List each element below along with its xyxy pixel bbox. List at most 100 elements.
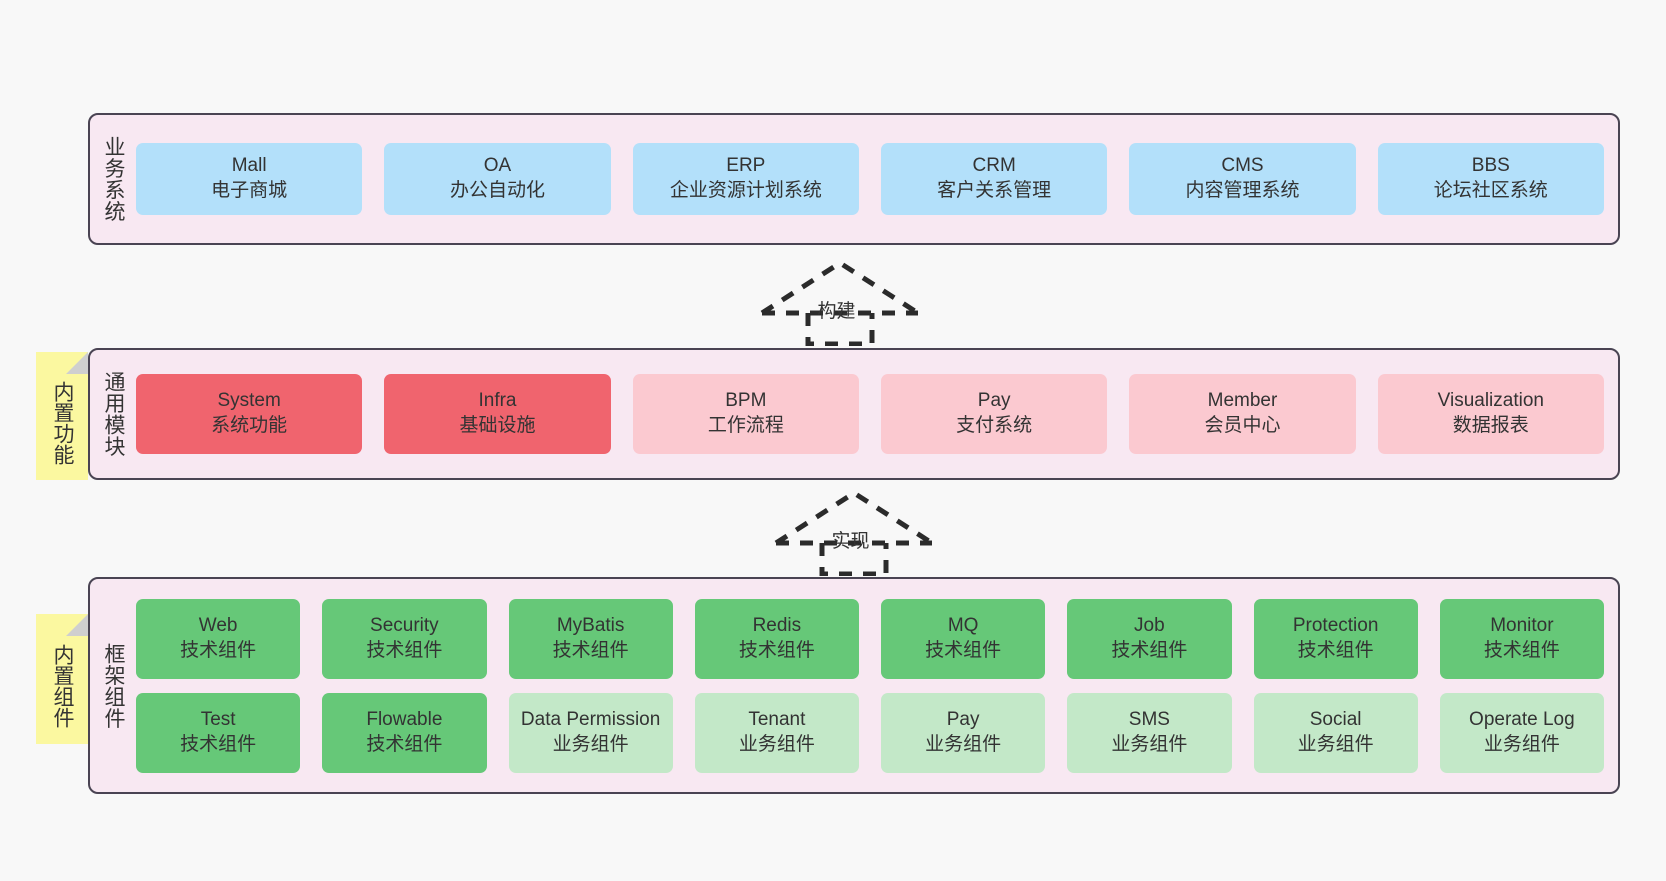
module-card-monitor[interactable]: Monitor 技术组件: [1439, 598, 1604, 679]
layer-row: Mall 电子商城 OA 办公自动化 ERP 企业资源计划系统 CRM 客户关系…: [136, 143, 1604, 215]
module-card-subtitle: 业务组件: [925, 733, 1002, 755]
module-card-title: Member: [1207, 390, 1278, 412]
module-card-title: Data Permission: [520, 708, 661, 730]
module-card-title: Mall: [231, 155, 267, 177]
layer-row: Test 技术组件 Flowable 技术组件 Data Permission …: [136, 692, 1604, 773]
layer-body-framework-component: Web 技术组件 Security 技术组件 MyBatis 技术组件 Redi…: [136, 579, 1618, 792]
module-card-title: MyBatis: [556, 614, 625, 636]
layer-row: Web 技术组件 Security 技术组件 MyBatis 技术组件 Redi…: [136, 598, 1604, 679]
module-card-protection[interactable]: Protection 技术组件: [1253, 598, 1418, 679]
arrowhead-up: [774, 490, 934, 546]
module-card-redis[interactable]: Redis 技术组件: [694, 598, 859, 679]
module-card-subtitle: 技术组件: [1483, 639, 1560, 661]
module-card-flowable[interactable]: Flowable 技术组件: [322, 692, 487, 773]
module-card-subtitle: 企业资源计划系统: [669, 180, 822, 201]
module-card-mq[interactable]: MQ 技术组件: [881, 598, 1046, 679]
layer-common-module: 通用模块 System 系统功能 Infra 基础设施 BPM 工作流程 Pay…: [88, 348, 1620, 480]
connector-build: 构建: [752, 258, 928, 346]
module-card-bpm[interactable]: BPM 工作流程: [632, 374, 859, 454]
module-card-member[interactable]: Member 会员中心: [1129, 374, 1356, 454]
module-card-web[interactable]: Web 技术组件: [136, 598, 301, 679]
module-card-mall[interactable]: Mall 电子商城: [136, 143, 363, 215]
module-card-subtitle: 技术组件: [738, 639, 815, 661]
module-card-title: OA: [483, 155, 512, 177]
module-card-title: ERP: [726, 155, 766, 177]
module-card-subtitle: 论坛社区系统: [1433, 180, 1548, 201]
arrowhead-up: [760, 260, 920, 316]
module-card-subtitle: 业务组件: [1297, 733, 1374, 755]
module-card-subtitle: 技术组件: [366, 733, 443, 755]
module-card-title: Infra: [478, 390, 517, 412]
module-card-pay-business[interactable]: Pay 业务组件: [881, 692, 1046, 773]
module-card-title: System: [217, 390, 281, 412]
module-card-tenant[interactable]: Tenant 业务组件: [694, 692, 859, 773]
module-card-title: Operate Log: [1469, 708, 1575, 730]
module-card-subtitle: 技术组件: [180, 733, 257, 755]
module-card-title: Pay: [977, 390, 1011, 412]
module-card-title: Flowable: [366, 708, 443, 730]
module-card-infra[interactable]: Infra 基础设施: [384, 374, 611, 454]
module-card-subtitle: 支付系统: [956, 415, 1033, 436]
module-card-mybatis[interactable]: MyBatis 技术组件: [508, 598, 673, 679]
module-card-title: Web: [198, 614, 238, 636]
module-card-subtitle: 业务组件: [738, 733, 815, 755]
module-card-pay[interactable]: Pay 支付系统: [880, 374, 1108, 454]
connector-implement-label: 实现: [831, 531, 870, 552]
module-card-subtitle: 办公自动化: [449, 180, 545, 201]
module-card-oa[interactable]: OA 办公自动化: [384, 143, 611, 215]
layer-body-common-module: System 系统功能 Infra 基础设施 BPM 工作流程 Pay 支付系统…: [136, 350, 1618, 478]
module-card-title: Security: [370, 614, 439, 636]
module-card-subtitle: 技术组件: [552, 639, 629, 661]
module-card-title: Pay: [946, 708, 980, 730]
module-card-sms[interactable]: SMS 业务组件: [1067, 692, 1232, 773]
module-card-erp[interactable]: ERP 企业资源计划系统: [632, 143, 859, 215]
module-card-bbs[interactable]: BBS 论坛社区系统: [1377, 143, 1604, 215]
layer-row: System 系统功能 Infra 基础设施 BPM 工作流程 Pay 支付系统…: [136, 374, 1604, 454]
layer-framework-component: 框架组件 Web 技术组件 Security 技术组件 MyBatis 技术组件…: [88, 577, 1620, 794]
module-card-subtitle: 技术组件: [1111, 639, 1188, 661]
layer-title-framework-component: 框架组件: [101, 642, 125, 729]
layer-business-system: 业务系统 Mall 电子商城 OA 办公自动化 ERP 企业资源计划系统 CRM…: [88, 113, 1620, 245]
module-card-subtitle: 技术组件: [925, 639, 1002, 661]
sticky-note-builtin-function: 内置功能: [36, 352, 88, 480]
module-card-title: Test: [200, 708, 236, 730]
module-card-visualization[interactable]: Visualization 数据报表: [1377, 374, 1604, 454]
module-card-title: Social: [1309, 708, 1362, 730]
layer-body-business-system: Mall 电子商城 OA 办公自动化 ERP 企业资源计划系统 CRM 客户关系…: [136, 115, 1618, 243]
module-card-social[interactable]: Social 业务组件: [1253, 692, 1418, 773]
module-card-title: BPM: [725, 390, 767, 412]
module-card-subtitle: 业务组件: [552, 733, 629, 755]
module-card-subtitle: 数据报表: [1452, 415, 1529, 436]
module-card-title: Job: [1134, 614, 1165, 636]
module-card-title: Visualization: [1437, 390, 1544, 412]
connector-build-label: 构建: [817, 301, 856, 322]
module-card-subtitle: 技术组件: [366, 639, 443, 661]
module-card-data-permission[interactable]: Data Permission 业务组件: [508, 692, 673, 773]
module-card-operate-log[interactable]: Operate Log 业务组件: [1439, 692, 1604, 773]
module-card-cms[interactable]: CMS 内容管理系统: [1129, 143, 1356, 215]
module-card-system[interactable]: System 系统功能: [136, 374, 363, 454]
module-card-subtitle: 业务组件: [1111, 733, 1188, 755]
module-card-test[interactable]: Test 技术组件: [136, 692, 301, 773]
sticky-note-builtin-component: 内置组件: [36, 614, 88, 744]
sticky-note-label: 内置功能: [50, 381, 74, 465]
module-card-subtitle: 技术组件: [180, 639, 257, 661]
module-card-security[interactable]: Security 技术组件: [322, 598, 487, 679]
module-card-title: MQ: [947, 614, 979, 636]
module-card-subtitle: 技术组件: [1297, 639, 1374, 661]
connector-implement: 实现: [766, 488, 942, 576]
module-card-subtitle: 系统功能: [211, 415, 288, 436]
module-card-title: SMS: [1128, 708, 1170, 730]
module-card-subtitle: 电子商城: [211, 180, 288, 201]
module-card-subtitle: 基础设施: [459, 415, 536, 436]
module-card-title: CRM: [972, 155, 1016, 177]
layer-title-common-module: 通用模块: [101, 371, 125, 457]
module-card-title: Redis: [752, 614, 802, 636]
sticky-note-label: 内置组件: [50, 644, 74, 728]
module-card-job[interactable]: Job 技术组件: [1067, 598, 1232, 679]
module-card-crm[interactable]: CRM 客户关系管理: [880, 143, 1108, 215]
layer-title-business-system: 业务系统: [101, 136, 125, 222]
module-card-title: CMS: [1221, 155, 1264, 177]
module-card-subtitle: 工作流程: [707, 415, 784, 436]
